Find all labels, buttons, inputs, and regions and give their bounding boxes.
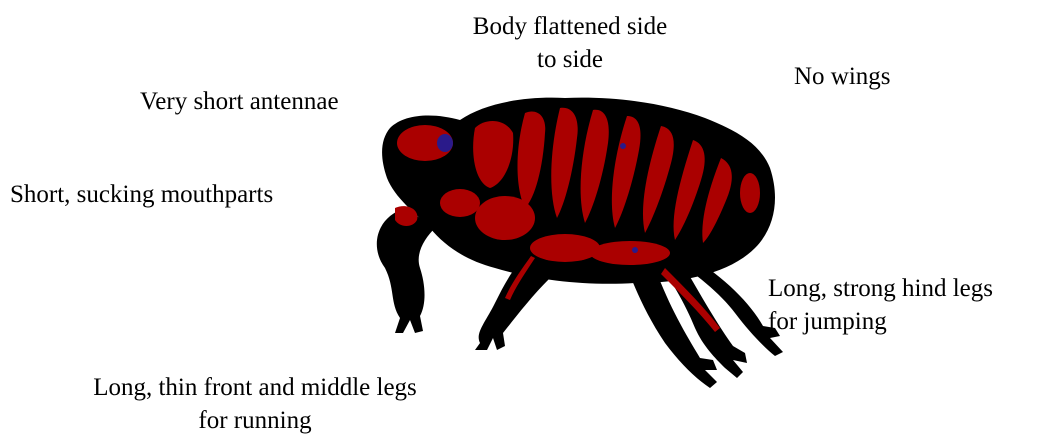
hind-legs-label-line2: for jumping [768, 305, 993, 338]
mouthparts-label: Short, sucking mouthparts [10, 178, 273, 211]
hind-legs-label: Long, strong hind legs for jumping [768, 272, 993, 338]
body-shape-label-line2: to side [440, 43, 700, 76]
hind-legs-label-line1: Long, strong hind legs [768, 272, 993, 305]
flea-spot-1 [620, 143, 626, 149]
body-shape-label-line1: Body flattened side [440, 10, 700, 43]
wings-label: No wings [794, 60, 891, 93]
body-shape-label: Body flattened side to side [440, 10, 700, 76]
front-legs-label-line2: for running [55, 404, 455, 437]
flea-eye [437, 134, 453, 152]
flea-illustration [365, 88, 785, 398]
antennae-label: Very short antennae [140, 85, 339, 118]
flea-spot-2 [632, 247, 638, 253]
